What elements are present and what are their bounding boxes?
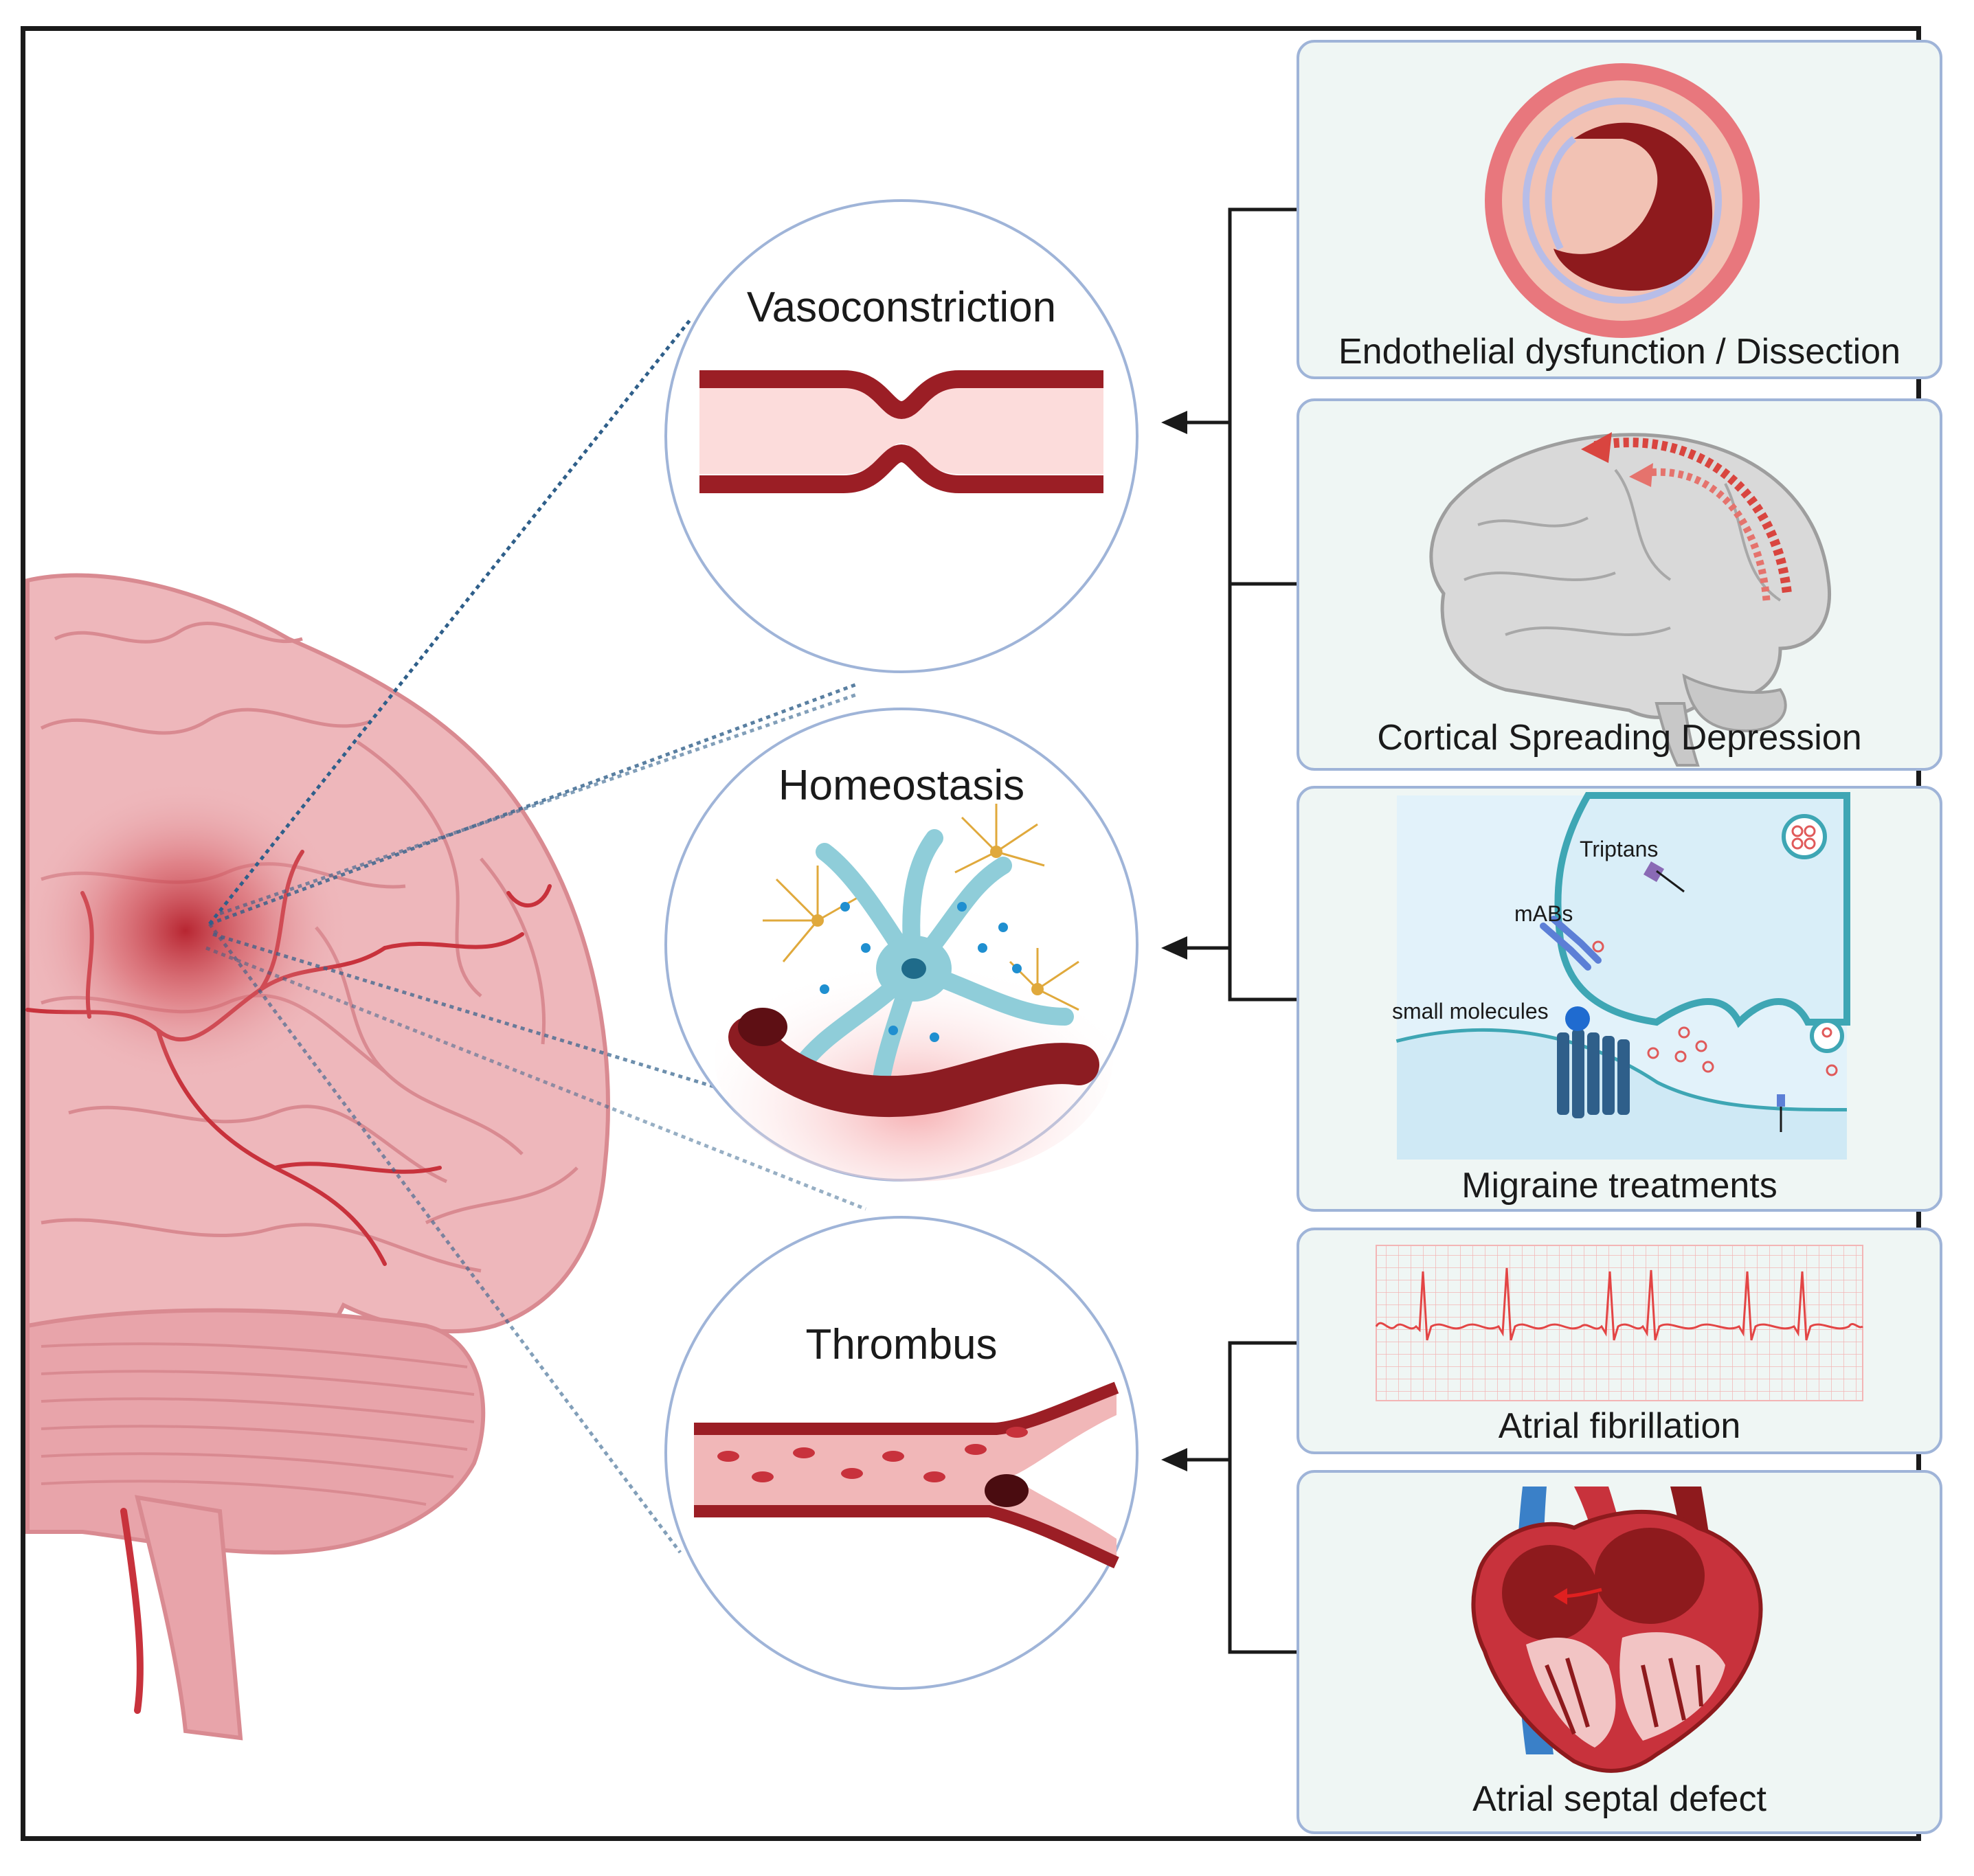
- shunt-arrow: [1554, 1588, 1567, 1605]
- receptor-graphic: [1557, 1029, 1630, 1118]
- arrow-to-thrombus: [1161, 1448, 1187, 1471]
- narrowed-vessel-graphic: [699, 370, 1103, 493]
- synapse-graphic: [1395, 792, 1850, 1160]
- artery-cross-section-graphic: [1485, 63, 1760, 338]
- endothelial-dysfunction-label: Endothelial dysfunction / Dissection: [1338, 332, 1900, 372]
- cortical-spreading-depression-label: Cortical Spreading Depression: [1377, 718, 1862, 758]
- blood-vessel-graphic: [728, 1017, 1099, 1118]
- heart-cross-section-graphic: [1471, 1487, 1763, 1773]
- grey-brain-graphic: [1429, 432, 1831, 767]
- antibody-graphic: [1540, 916, 1602, 971]
- atrial-septal-defect-label: Atrial septal defect: [1472, 1779, 1766, 1819]
- small-molecule-ligand: [1565, 1006, 1590, 1031]
- endothelial-dysfunction-panel: Endothelial dysfunction / Dissection: [1297, 40, 1942, 379]
- thrombus-circle: [664, 1216, 1139, 1690]
- astrocyte-graphic: [763, 804, 1079, 1011]
- atrial-fibrillation-label: Atrial fibrillation: [1498, 1406, 1741, 1446]
- homeostasis-title: Homeostasis: [778, 762, 1025, 809]
- triptans-label: Triptans: [1580, 837, 1659, 861]
- atrial-septal-defect-panel: Atrial septal defect: [1297, 1470, 1942, 1834]
- ecg-trace-graphic: [1375, 1245, 1863, 1401]
- cortical-spreading-depression-panel: Cortical Spreading Depression: [1297, 398, 1942, 771]
- vessel-with-clot-graphic: [694, 1381, 1119, 1569]
- triptan-drug-graphic: [1643, 861, 1665, 883]
- migraine-treatments-label: Migraine treatments: [1461, 1166, 1777, 1206]
- homeostasis-circle: [664, 708, 1139, 1182]
- mabs-label: mABs: [1514, 901, 1573, 926]
- bracket-connectors: [1182, 207, 1299, 1654]
- vasoconstriction-circle: [664, 199, 1139, 673]
- arrowheads: [1161, 411, 1187, 1471]
- small-molecules-label: small molecules: [1392, 999, 1549, 1024]
- thrombus-clot: [985, 1474, 1029, 1507]
- arrow-to-vasoconstriction: [1161, 411, 1187, 434]
- migraine-treatments-panel: Triptans mABs small molecules Migraine t…: [1297, 786, 1942, 1212]
- thrombus-title: Thrombus: [805, 1321, 998, 1368]
- vasoconstriction-title: Vasoconstriction: [746, 284, 1057, 331]
- brain-illustration: [21, 573, 610, 1741]
- atrial-fibrillation-panel: Atrial fibrillation: [1297, 1228, 1942, 1454]
- arrow-to-homeostasis: [1161, 936, 1187, 960]
- zoom-connectors: [205, 318, 866, 1554]
